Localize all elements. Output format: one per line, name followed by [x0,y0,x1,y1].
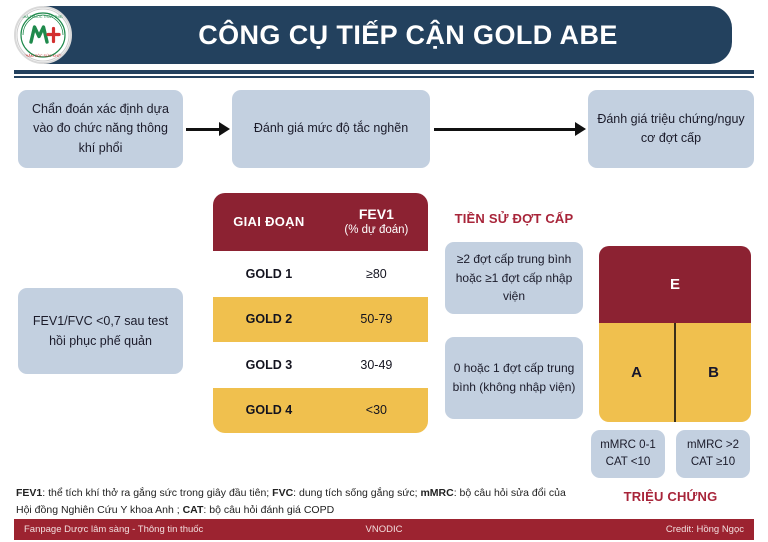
symptom-score-low-mmrc: mMRC 0-1 [600,438,656,451]
credit-author: Credit: Hồng Ngọc [665,524,744,535]
exacerbation-history-high-label: ≥2 đợt cấp trung bình hoặc ≥1 đợt cấp nh… [455,252,573,304]
gold-stage-name: GOLD 2 [245,312,293,327]
gold-table-header: GIAI ĐOẠN FEV1 (% dự đoán) [213,193,428,251]
flow-step-obstruction-label: Đánh giá mức độ tắc nghẽn [253,121,409,136]
gold-stage-name: GOLD 4 [245,403,293,418]
abe-classification-grid: E A B [599,246,751,422]
header-divider [14,70,754,78]
flow-arrow-1-icon [186,122,230,136]
flow-step-obstruction: Đánh giá mức độ tắc nghẽn [232,90,430,168]
symptom-score-high: mMRC >2 CAT ≥10 [676,430,750,478]
medical-cross-logo-icon: NHÀ THUỐC THÂN THIỆN CHĂM SÓC SỨC KHỎE [14,6,72,64]
symptom-score-low: mMRC 0-1 CAT <10 [591,430,665,478]
credit-source: VNODIC [365,524,403,535]
table-row: GOLD 4 <30 [213,387,428,433]
table-row: GOLD 2 50-79 [213,296,428,342]
footnote-text-fvc: : dung tích sống gắng sức; [293,487,421,499]
credit-fanpage: Fanpage Dược lâm sàng - Thông tin thuốc [24,524,204,535]
gold-stage-fev1: ≥80 [366,266,387,281]
footnote: FEV1: thể tích khí thở ra gắng sức trong… [16,485,576,520]
gold-stage-name: GOLD 3 [245,357,293,372]
spirometry-criterion-box: FEV1/FVC <0,7 sau test hồi phục phế quản [18,288,183,374]
table-row: GOLD 1 ≥80 [213,251,428,297]
symptom-score-high-cat: CAT ≥10 [690,456,736,468]
symptom-score-high-mmrc: mMRC >2 [686,438,740,451]
abe-divider [674,323,676,422]
gold-table-header-fev1: FEV1 (% dự đoán) [325,206,428,236]
svg-text:CHĂM SÓC SỨC KHỎE: CHĂM SÓC SỨC KHỎE [23,53,63,58]
gold-stage-fev1: 30-49 [360,357,393,372]
footnote-abbr-cat: CAT [182,504,204,517]
header-bar: CÔNG CỤ TIẾP CẬN GOLD ABE [44,6,732,64]
footnote-text-cat: : bộ câu hỏi đánh giá COPD [203,504,335,517]
flow-step-diagnosis: Chẩn đoán xác định dựa vào đo chức năng … [18,90,183,168]
gold-table-header-fev1-main: FEV1 [358,206,394,222]
svg-text:NHÀ THUỐC THÂN THIỆN: NHÀ THUỐC THÂN THIỆN [21,14,65,19]
exacerbation-history-high: ≥2 đợt cấp trung bình hoặc ≥1 đợt cấp nh… [445,242,583,314]
gold-stage-fev1: 50-79 [360,312,393,327]
abe-group-b: B [676,323,751,422]
gold-table-header-fev1-sub: (% dự đoán) [344,224,409,236]
gold-table-header-stage: GIAI ĐOẠN [233,213,305,229]
credit-bar: Fanpage Dược lâm sàng - Thông tin thuốc … [14,519,754,540]
abe-group-a: A [599,323,674,422]
footnote-abbr-fev1: FEV1 [16,487,43,499]
page-title: CÔNG CỤ TIẾP CẬN GOLD ABE [198,19,618,50]
footnote-abbr-mmrc: mMRC [420,487,454,499]
flow-step-diagnosis-label: Chẩn đoán xác định dựa vào đo chức năng … [32,101,169,155]
footnote-text-fev1: : thể tích khí thở ra gắng sức trong giâ… [42,487,273,499]
gold-stage-fev1: <30 [365,403,387,418]
flow-step-symptoms-risk: Đánh giá triệu chứng/nguy cơ đợt cấp [588,90,754,168]
flow-step-symptoms-risk-label: Đánh giá triệu chứng/nguy cơ đợt cấp [597,111,745,145]
footnote-abbr-fvc: FVC [272,487,294,499]
exacerbation-history-low: 0 hoặc 1 đợt cấp trung bình (không nhập … [445,337,583,419]
gold-stage-table: GIAI ĐOẠN FEV1 (% dự đoán) GOLD 1 ≥80 GO… [213,193,428,433]
abe-group-e: E [599,246,751,324]
symptoms-title: TRIỆU CHỨNG [623,489,718,504]
symptom-score-low-cat: CAT <10 [605,456,651,468]
footnote-text-mmrc: : bộ câu hỏi sửa đổi của Hội đồng Nghiên… [16,487,566,517]
abe-bottom-row: A B [599,323,751,422]
flow-arrow-2-icon [434,122,586,136]
gold-stage-name: GOLD 1 [245,266,293,281]
exacerbation-history-low-label: 0 hoặc 1 đợt cấp trung bình (không nhập … [452,361,576,394]
exacerbation-history-title: TIỀN SỬ ĐỢT CẤP [454,211,574,226]
table-row: GOLD 3 30-49 [213,342,428,388]
spirometry-criterion-label: FEV1/FVC <0,7 sau test hồi phục phế quản [32,314,169,348]
